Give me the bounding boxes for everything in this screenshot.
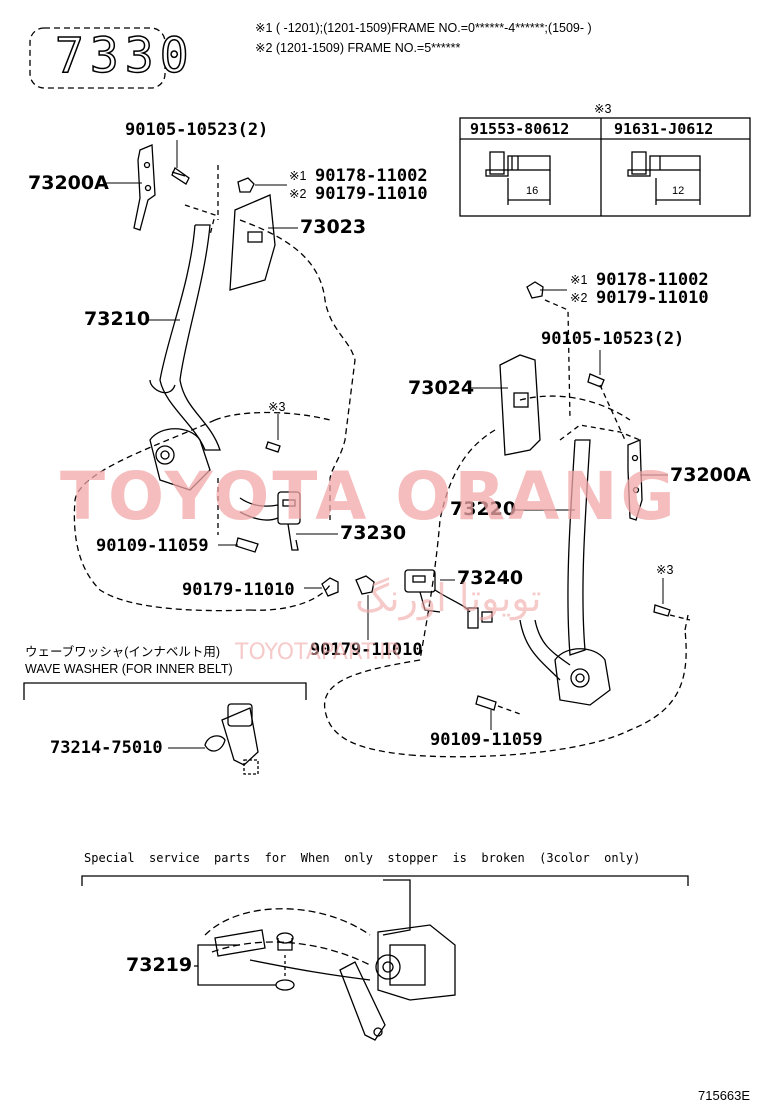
bolt-table xyxy=(459,117,751,217)
right-belt xyxy=(355,281,691,715)
watermark-main: TOYOTA ORANG xyxy=(60,458,678,535)
label-90105-left: 90105-10523(2) xyxy=(125,120,269,140)
label-73219: 73219 xyxy=(126,954,193,976)
label-73200a-right: 73200A xyxy=(670,464,751,486)
label-73240: 73240 xyxy=(457,567,524,589)
code-box-frame xyxy=(29,27,166,89)
label-73200a-left: 73200A xyxy=(28,172,109,194)
watermark-persian: تویوتا اورنگ xyxy=(355,576,542,620)
label-mark2-right: ※2 xyxy=(570,291,588,305)
header-note-2: ※2 (1201-1509) FRAME NO.=5****** xyxy=(255,41,461,55)
header-note-1: ※1 ( -1201);(1201-1509)FRAME NO.=0******… xyxy=(255,21,592,35)
wave-washer-title-en: WAVE WASHER (FOR INNER BELT) xyxy=(25,662,233,676)
special-parts-section xyxy=(81,875,689,1041)
label-73230: 73230 xyxy=(340,522,407,544)
label-90179-bottom-mid: 90179-11010 xyxy=(310,640,423,660)
wave-washer-box xyxy=(23,682,307,775)
label-73214: 73214-75010 xyxy=(50,738,163,758)
label-mark2-left: ※2 xyxy=(289,187,307,201)
flange-bolt-left-icon xyxy=(485,151,551,205)
label-90178-right: 90178-11002 xyxy=(596,270,709,290)
label-73023: 73023 xyxy=(300,216,367,238)
label-90179-right: 90179-11010 xyxy=(596,288,709,308)
special-parts-title: Special service parts for When only stop… xyxy=(84,851,641,865)
wave-washer-title-jp: ウェーブワッシャ(インナベルト用) xyxy=(25,645,221,659)
bolt-table-left-dim: 16 xyxy=(526,185,539,197)
bolt-table-mark: ※3 xyxy=(594,102,612,116)
footer-code: 715663E xyxy=(698,1088,751,1103)
label-73220: 73220 xyxy=(450,498,517,520)
label-90178-left: 90178-11002 xyxy=(315,166,428,186)
label-90179-left: 90179-11010 xyxy=(315,184,428,204)
label-mark3-left: ※3 xyxy=(268,400,286,414)
label-90109-left: 90109-11059 xyxy=(96,536,209,556)
code-box-label: 7330 xyxy=(54,27,195,85)
label-mark1-right: ※1 xyxy=(570,273,588,287)
label-73210: 73210 xyxy=(84,308,151,330)
label-90179-bottom-left: 90179-11010 xyxy=(182,580,295,600)
leader-lines xyxy=(104,140,668,749)
label-73024: 73024 xyxy=(408,377,475,399)
label-mark1-left: ※1 xyxy=(289,169,307,183)
label-90109-right: 90109-11059 xyxy=(430,730,543,750)
label-90105-right: 90105-10523(2) xyxy=(541,329,685,349)
bolt-table-right-part: 91631-J0612 xyxy=(614,120,714,138)
left-seat-outline xyxy=(73,219,356,612)
bolt-table-right-dim: 12 xyxy=(672,185,685,197)
watermark-site: TOYOTAPART.IR xyxy=(235,640,402,665)
left-belt xyxy=(133,144,339,597)
right-seat-outline xyxy=(324,395,689,758)
flange-bolt-right-icon xyxy=(627,151,701,205)
label-mark3-right: ※3 xyxy=(656,563,674,577)
bolt-table-left-part: 91553-80612 xyxy=(470,120,570,138)
